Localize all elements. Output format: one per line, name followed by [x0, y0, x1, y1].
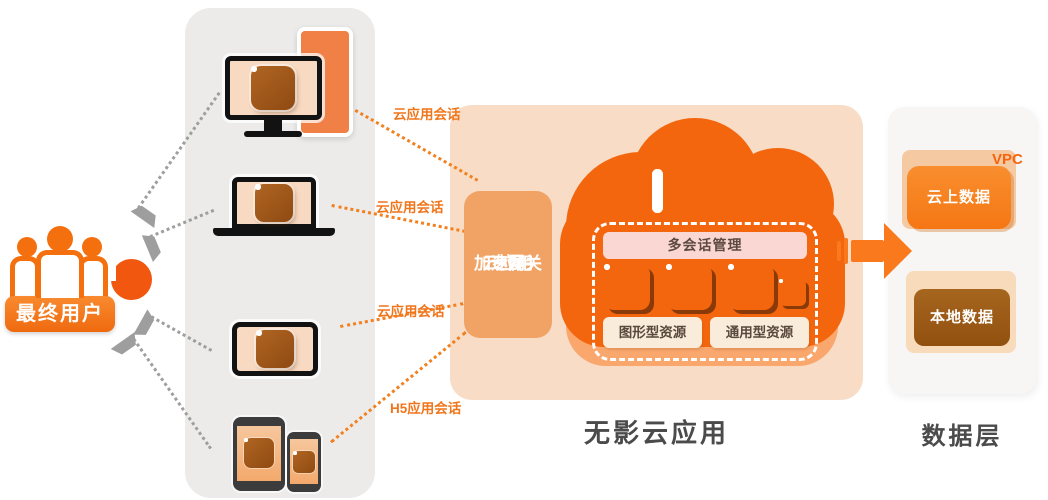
app-grid-icon: [293, 451, 315, 473]
flow-arrow-head: [884, 223, 912, 279]
monitor-base: [244, 131, 302, 137]
session-label-2: 云应用会话: [376, 200, 444, 215]
local-data-folder-label: 本地数据: [914, 289, 1010, 346]
app-grid-icon: [255, 184, 293, 222]
monitor-stand: [264, 119, 282, 132]
cloud-app-caption: 无影云应用: [583, 418, 729, 448]
resource-pool-dashed-border: [592, 222, 818, 361]
cloud-app-instance-icon-small: [779, 279, 806, 306]
laptop-base: [213, 228, 335, 236]
data-layer-caption: 数据层: [921, 423, 1003, 450]
end-users-badge: 最终用户: [5, 296, 115, 332]
gateway-label-line2: 专属: [491, 254, 525, 274]
cloud-app-instance-icon: [666, 264, 712, 310]
session-label-3: 云应用会话: [377, 304, 445, 319]
cloud-app-instance-icon: [728, 264, 774, 310]
app-grid-icon: [251, 66, 295, 110]
gateway-label-line3: 加速网关: [474, 254, 542, 274]
cloud-app-instance-icon: [604, 264, 650, 310]
end-users-icon: [10, 226, 108, 298]
resource-box-general: 通用型资源: [710, 317, 809, 348]
session-label-1: 云应用会话: [393, 107, 461, 122]
app-grid-icon: [256, 330, 294, 368]
flow-arrow-tail: [844, 238, 848, 264]
session-label-4: H5应用会话: [390, 401, 462, 416]
flow-arrow-tail: [837, 241, 841, 261]
resource-box-graphics: 图形型资源: [603, 317, 702, 348]
gateway-label-line1: 云应用: [482, 254, 534, 274]
cloud-data-folder-label: 云上数据: [907, 166, 1011, 229]
checkmark-icon: [111, 259, 152, 300]
app-grid-icon: [244, 438, 274, 468]
flow-arrow-icon: [851, 240, 884, 262]
vpc-label: VPC: [992, 151, 1023, 168]
acceleration-gateway: 云应用 专属 加速网关: [464, 191, 552, 338]
multi-session-manager-bar: 多会话管理: [603, 232, 807, 259]
